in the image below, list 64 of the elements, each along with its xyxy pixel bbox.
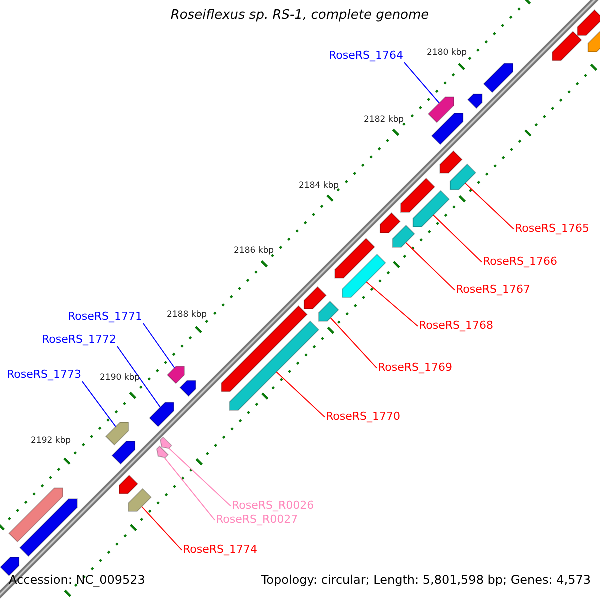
gene-feature [450, 164, 477, 190]
gene-feature [221, 305, 308, 392]
gene-label: RoseRS_1767 [456, 284, 530, 297]
gene-feature [342, 254, 386, 298]
gene-label: RoseRS_R0026 [232, 500, 314, 513]
gene-feature [149, 402, 174, 428]
leader-line [276, 372, 326, 418]
gene-feature [440, 150, 463, 174]
scale-label: 2180 kbp [427, 49, 468, 59]
gene-feature [431, 112, 464, 146]
scale-label: 2192 kbp [31, 437, 72, 447]
gene-feature [304, 286, 328, 310]
gene-label: RoseRS_1764 [329, 50, 404, 63]
gene-feature [552, 31, 582, 62]
gene-feature [380, 212, 401, 234]
gene-label: RoseRS_1771 [68, 311, 142, 324]
gene-feature [19, 498, 78, 558]
gene-feature [577, 10, 600, 36]
gene-feature [160, 436, 173, 450]
gene-label: RoseRS_1765 [515, 223, 590, 236]
leader-line [464, 182, 514, 230]
gene-label: RoseRS_1769 [378, 362, 452, 375]
gene-feature [229, 320, 320, 411]
gene-feature [119, 474, 139, 494]
gene-label: RoseRS_1774 [183, 544, 258, 557]
gene-feature [467, 94, 483, 110]
scale-label: 2190 kbp [100, 374, 140, 384]
gene-label: RoseRS_R0027 [216, 514, 298, 527]
gene-feature [156, 446, 169, 458]
gene-feature [8, 488, 64, 543]
leader-line [168, 448, 232, 507]
gene-label: RoseRS_1770 [326, 411, 400, 424]
leader-line [366, 282, 418, 327]
leader-line [164, 458, 216, 521]
gene-feature [318, 300, 340, 322]
leader-line [330, 318, 378, 369]
gene-feature [166, 366, 186, 384]
leader-line [405, 242, 456, 291]
gene-feature [128, 488, 152, 512]
leader-line [82, 381, 116, 428]
scale-label: 2182 kbp [364, 116, 404, 126]
gene-label: RoseRS_1766 [483, 256, 558, 269]
gene-label: RoseRS_1773 [7, 369, 82, 382]
gene-feature [392, 224, 416, 248]
gene-feature [428, 96, 454, 124]
gene-feature [400, 178, 436, 213]
scale-label: 2188 kbp [167, 311, 208, 321]
gene-label: RoseRS_1768 [419, 320, 494, 333]
gene-feature [412, 190, 450, 228]
gene-feature [483, 63, 514, 94]
gene-feature [105, 422, 130, 446]
scale-label: 2184 kbp [299, 182, 340, 192]
gene-feature [112, 441, 136, 465]
leader-line [141, 506, 182, 551]
gene-feature [334, 238, 376, 279]
leader-line [143, 323, 176, 368]
leader-line [117, 346, 162, 408]
genome-summary-text: Topology: circular; Length: 5,801,598 bp; Genes: 4,573 [261, 574, 591, 588]
leader-line [404, 62, 440, 104]
gene-label: RoseRS_1772 [42, 334, 116, 347]
gene-feature [180, 380, 196, 398]
title: Roseiflexus sp. RS-1, complete genome [170, 9, 430, 24]
accession-text: Accession: NC_009523 [9, 574, 146, 588]
scale-label: 2186 kbp [234, 247, 274, 257]
